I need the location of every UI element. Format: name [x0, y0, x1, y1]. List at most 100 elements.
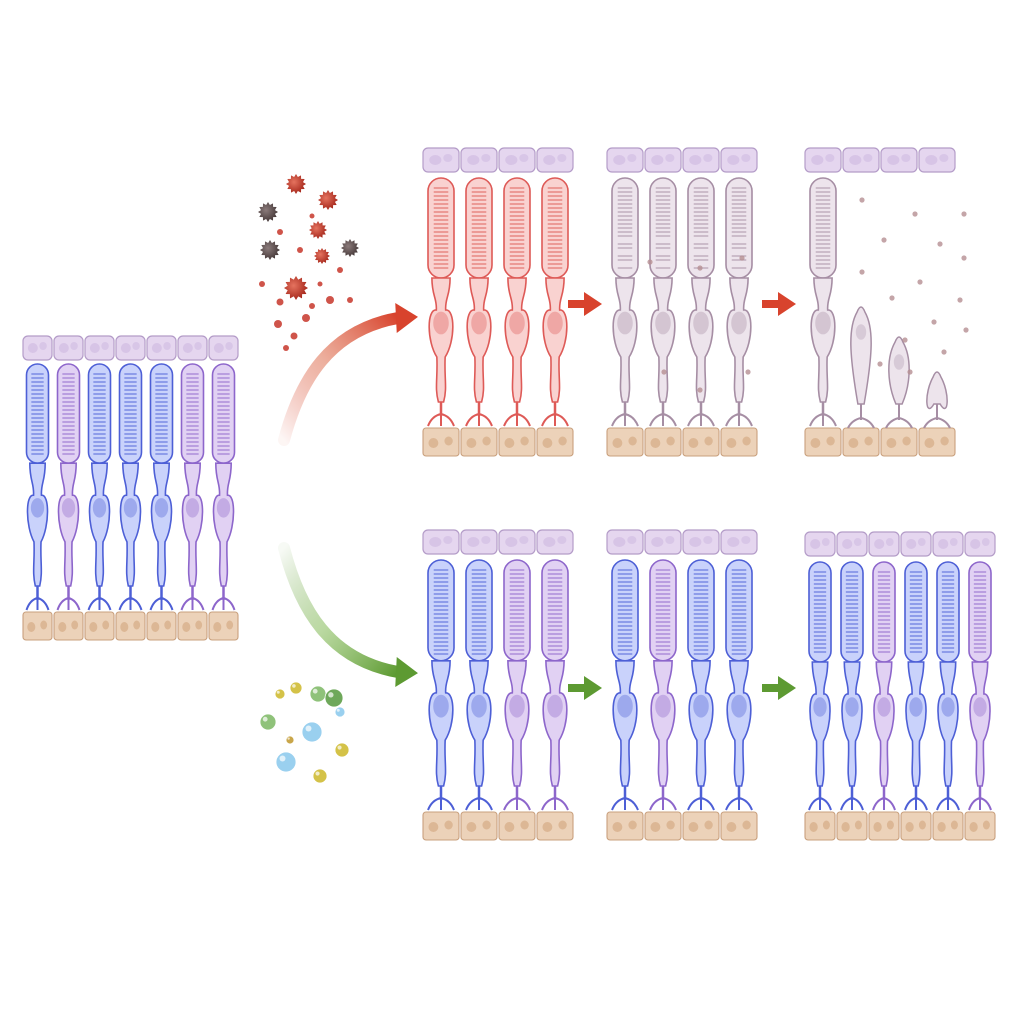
basal-cell [900, 811, 932, 841]
basal-nucleus [848, 438, 859, 448]
protection-stage-2-panel [606, 529, 758, 841]
basal-nucleus [726, 438, 737, 448]
basal-cell [53, 611, 84, 641]
basal-cell [606, 427, 644, 457]
disc-stack [433, 187, 449, 269]
debris-particle [881, 237, 887, 243]
toxin-particle [341, 239, 359, 257]
cell-debris [859, 197, 969, 375]
toxin-droplet [290, 332, 298, 340]
debris-particle [697, 387, 703, 393]
basal-nucleus [969, 822, 978, 832]
toxin-droplet [277, 229, 283, 235]
epithelium-nucleus [58, 343, 69, 353]
synaptic-terminal [649, 402, 677, 427]
nucleus [154, 498, 169, 518]
debris-particle [907, 369, 913, 375]
debris-particle [877, 361, 883, 367]
basal-nucleus [428, 438, 439, 448]
disc-stack [93, 373, 106, 455]
rod-photoreceptor [904, 561, 928, 811]
epithelium-nucleus [543, 155, 556, 165]
inner-segment [466, 660, 492, 787]
disc-stack [547, 569, 563, 655]
basal-cell [498, 811, 536, 841]
nucleus [909, 697, 923, 717]
degenerating-photoreceptor [611, 177, 639, 427]
epithelium-nucleus [821, 538, 830, 546]
nucleus [693, 311, 709, 335]
basal-cell-layer [422, 811, 574, 841]
basal-nucleus [71, 620, 79, 630]
basal-nucleus [482, 820, 491, 830]
nucleus [877, 697, 891, 717]
rod-photoreceptor [87, 363, 112, 611]
healthy-initial-panel [22, 335, 239, 641]
protection-step-arrow-1 [568, 676, 602, 700]
debris-particle [902, 337, 908, 343]
basal-nucleus [666, 820, 675, 830]
inner-segment [969, 661, 991, 787]
inner-segment [650, 277, 676, 403]
nucleus [693, 694, 709, 718]
stressed-photoreceptor [503, 177, 531, 427]
cone-photoreceptor [872, 561, 896, 811]
epithelium-nucleus [665, 154, 675, 162]
debris-particle [931, 319, 937, 325]
epithelium-nucleus [519, 536, 529, 544]
epithelium-nucleus [467, 155, 480, 165]
basal-nucleus [466, 822, 477, 832]
epithelium-nucleus [917, 538, 926, 546]
protective-molecule [309, 685, 327, 703]
synaptic-terminal [465, 402, 493, 427]
basal-cell [422, 811, 460, 841]
epithelium-nucleus [901, 154, 911, 162]
cell-debris [647, 255, 751, 393]
arrow-shaft [762, 300, 780, 308]
epithelium-nucleus [665, 536, 675, 544]
stressed-photoreceptor [427, 177, 455, 427]
arrow-shaft [568, 300, 586, 308]
disc-stack [655, 187, 671, 269]
debris-particle [859, 269, 865, 275]
epithelium-nucleus [543, 537, 556, 547]
disc-stack [124, 373, 137, 455]
particle-clusters [258, 174, 359, 784]
rod-photoreceptor [427, 559, 455, 811]
inner-segment [428, 660, 454, 787]
synaptic-terminal [211, 586, 236, 611]
disc-stack [845, 571, 859, 653]
nucleus [61, 498, 76, 518]
epithelium-nucleus [825, 154, 835, 162]
degenerated-cell-remnant [885, 336, 913, 429]
basal-nucleus [428, 822, 439, 832]
disc-stack [217, 373, 230, 455]
basal-cell [606, 811, 644, 841]
cone-photoreceptor [211, 363, 236, 611]
nucleus [941, 697, 955, 717]
debris-particle [739, 255, 745, 261]
epithelium-nucleus [906, 539, 917, 549]
inner-segment [612, 277, 638, 403]
basal-nucleus [982, 820, 990, 830]
pigment-epithelium-layer [606, 147, 758, 173]
basal-nucleus [89, 622, 98, 632]
epithelium-nucleus [811, 155, 824, 165]
epithelium-nucleus [887, 155, 900, 165]
basal-cell [720, 427, 758, 457]
epithelium-nucleus [810, 539, 821, 549]
rod-photoreceptor [725, 559, 753, 811]
stressed-photoreceptor [465, 177, 493, 427]
basal-nucleus [924, 438, 935, 448]
toxin-droplet [337, 267, 343, 273]
inner-segment [937, 661, 959, 787]
basal-nucleus [58, 622, 67, 632]
remnant-terminal [847, 404, 875, 429]
disc-stack [655, 569, 671, 655]
toxin-droplet [283, 345, 289, 351]
debris-particle [941, 349, 947, 355]
basal-nucleus [666, 436, 675, 446]
epithelium-nucleus [481, 536, 491, 544]
disc-stack [731, 187, 747, 269]
nucleus [731, 311, 747, 335]
